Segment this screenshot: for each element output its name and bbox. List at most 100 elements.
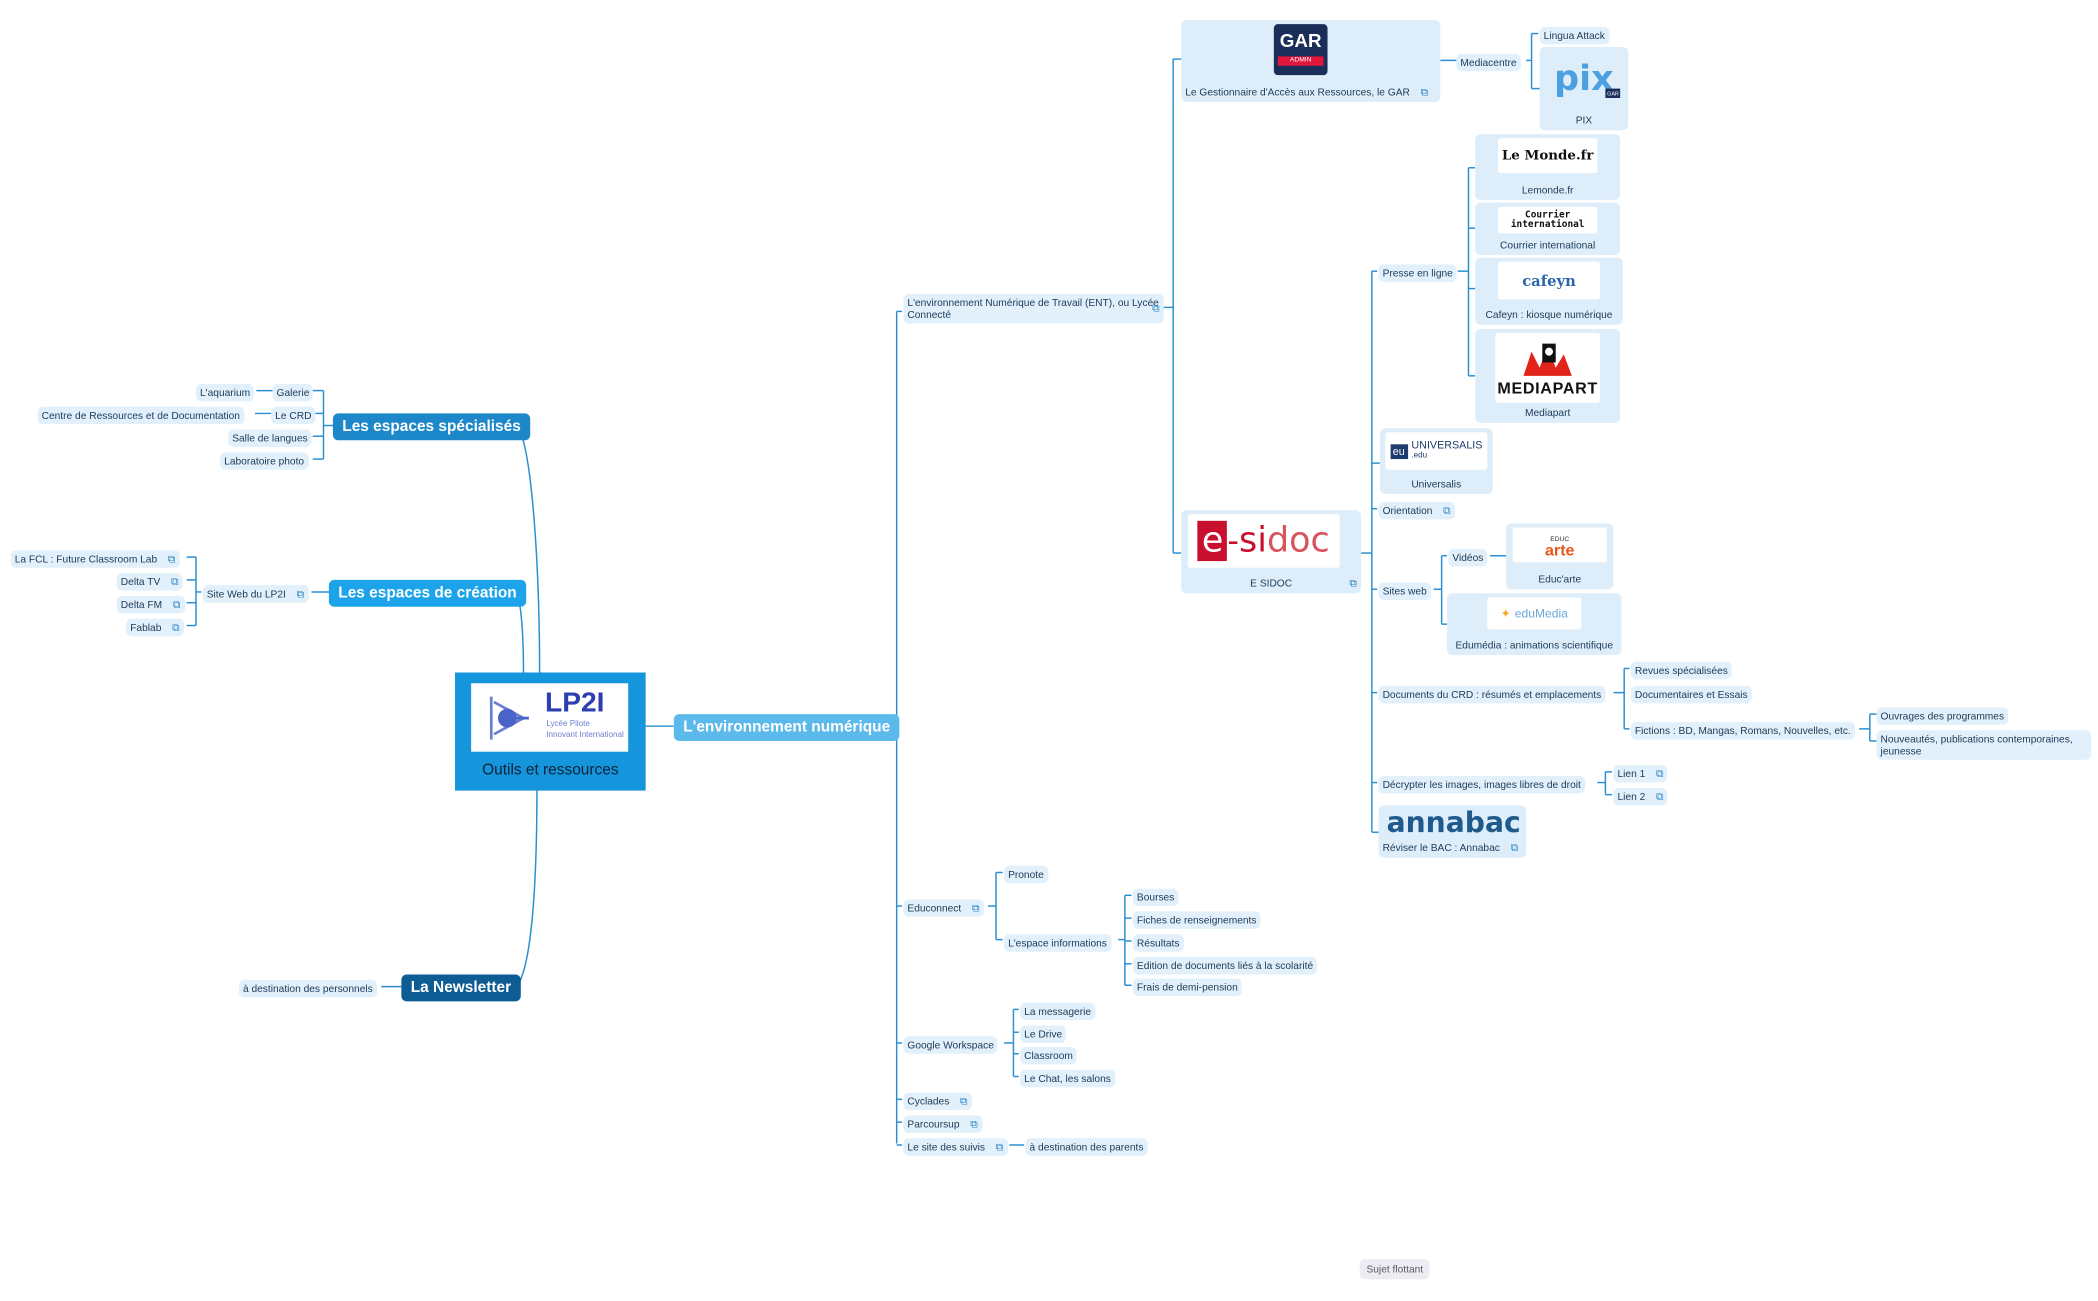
node-mediacentre[interactable]: Mediacentre (1456, 53, 1521, 72)
external-link-icon[interactable]: ⧉ (960, 1095, 968, 1108)
topic-environnement-numerique[interactable]: L'environnement numérique (673, 714, 900, 741)
node-frais[interactable]: Frais de demi-pension (1132, 978, 1242, 996)
node-bourses[interactable]: Bourses (1132, 888, 1179, 907)
pix-badge: GAR (1605, 88, 1621, 98)
external-link-icon[interactable]: ⧉ (296, 587, 305, 601)
node-fablab[interactable]: Fablab ⧉ (126, 618, 184, 637)
external-link-icon[interactable]: ⧉ (167, 553, 176, 566)
node-google-workspace[interactable]: Google Workspace (903, 1036, 998, 1054)
node-crd[interactable]: Le CRD (271, 406, 316, 425)
node-documentaires[interactable]: Documentaires et Essais (1630, 685, 1752, 704)
node-parcoursup[interactable]: Parcoursup⧉ (903, 1115, 982, 1133)
node-fcl[interactable]: La FCL : Future Classroom Lab⧉ (10, 550, 180, 568)
external-link-icon[interactable]: ⧉ (1655, 790, 1664, 803)
external-link-icon[interactable]: ⧉ (1443, 504, 1451, 517)
card-courrier[interactable]: Courrier international Courrier internat… (1475, 202, 1621, 256)
node-chat[interactable]: Le Chat, les salons (1020, 1069, 1115, 1088)
card-pix[interactable]: pix GAR PIX (1539, 46, 1629, 131)
esidoc-logo-icon: e - si doc (1187, 514, 1340, 568)
external-link-icon[interactable]: ⧉ (1152, 302, 1160, 315)
node-aquarium[interactable]: L'aquarium (195, 383, 255, 402)
external-link-icon[interactable]: ⧉ (971, 902, 980, 915)
card-educarte[interactable]: EDUC arte Educ'arte (1506, 523, 1614, 590)
external-link-icon[interactable]: ⧉ (172, 598, 181, 611)
gar-logo-icon: GAR ADMIN (1273, 24, 1328, 76)
node-lingua-attack[interactable]: Lingua Attack (1539, 26, 1609, 45)
card-universalis[interactable]: eu UNIVERSALIS .edu Universalis (1379, 428, 1493, 494)
gar-logo-text: GAR (1279, 29, 1322, 52)
node-lien-1-label: Lien 1 (1617, 767, 1646, 780)
node-site-suivis[interactable]: Le site des suivis⧉ (903, 1138, 1008, 1156)
node-parents[interactable]: à destination des parents (1025, 1138, 1148, 1156)
annabac-caption-label: Réviser le BAC : Annabac (1382, 841, 1500, 854)
node-cyclades-label: Cyclades (907, 1095, 950, 1108)
gar-caption-label: Le Gestionnaire d'Accès aux Ressources, … (1185, 85, 1410, 98)
node-site-lp2i[interactable]: Site Web du LP2I⧉ (202, 585, 309, 603)
external-link-icon[interactable]: ⧉ (1420, 85, 1429, 98)
floating-topic[interactable]: Sujet flottant (1359, 1259, 1430, 1280)
edumedia-caption: Edumédia : animations scientifique (1455, 638, 1614, 652)
root-label: Outils et ressources (482, 762, 619, 779)
topic-newsletter[interactable]: La Newsletter (401, 974, 521, 1002)
node-edition[interactable]: Edition de documents liés à la scolarité (1132, 957, 1318, 975)
node-documents-crd[interactable]: Documents du CRD : résumés et emplacemen… (1378, 685, 1606, 704)
card-edumedia[interactable]: ✦ eduMedia Edumédia : animations scienti… (1446, 593, 1622, 656)
external-link-icon[interactable]: ⧉ (970, 1118, 978, 1131)
pix-logo-icon: pix GAR (1544, 52, 1623, 107)
node-revues[interactable]: Revues spécialisées (1630, 661, 1732, 680)
mediapart-logo-text: MEDIAPART (1497, 378, 1598, 398)
node-drive[interactable]: Le Drive (1020, 1025, 1067, 1043)
node-galerie[interactable]: Galerie (272, 383, 314, 402)
card-lemonde[interactable]: Le Monde.fr Lemonde.fr (1475, 134, 1621, 201)
external-link-icon[interactable]: ⧉ (1349, 577, 1358, 590)
node-classroom[interactable]: Classroom (1020, 1046, 1077, 1065)
external-link-icon[interactable]: ⧉ (995, 1140, 1004, 1154)
node-resultats[interactable]: Résultats (1132, 934, 1184, 952)
node-espace-informations[interactable]: L'espace informations (1004, 934, 1111, 952)
node-labo-photo[interactable]: Laboratoire photo (220, 452, 309, 470)
node-delta-fm[interactable]: Delta FM ⧉ (116, 595, 185, 614)
node-delta-tv[interactable]: Delta TV⧉ (116, 573, 183, 591)
node-cyclades[interactable]: Cyclades ⧉ (903, 1092, 972, 1111)
node-salle-langues[interactable]: Salle de langues (228, 429, 312, 447)
card-annabac[interactable]: annabac Réviser le BAC : Annabac⧉ (1378, 805, 1527, 858)
node-lien-1[interactable]: Lien 1 ⧉ (1613, 765, 1668, 783)
card-cafeyn[interactable]: cafeyn Cafeyn : kiosque numérique (1475, 257, 1623, 325)
card-gar[interactable]: GAR ADMIN Le Gestionnaire d'Accès aux Re… (1181, 20, 1441, 103)
node-delta-fm-label: Delta FM (120, 598, 163, 611)
node-pronote[interactable]: Pronote (1004, 865, 1048, 884)
root-node[interactable]: LP2I Lycée Pilote Innovant International… (455, 672, 646, 791)
card-mediapart[interactable]: MEDIAPART Mediapart (1475, 328, 1621, 423)
node-educonnect[interactable]: Educonnect⧉ (903, 899, 984, 917)
node-sites-web[interactable]: Sites web (1378, 582, 1431, 601)
edumedia-logo-icon: ✦ eduMedia (1487, 597, 1582, 630)
node-ent[interactable]: L'environnement Numérique de Travail (EN… (903, 293, 1164, 324)
node-ouvrages[interactable]: Ouvrages des programmes (1876, 707, 2009, 725)
external-link-icon[interactable]: ⧉ (171, 575, 179, 588)
topic-espaces-creation[interactable]: Les espaces de création (328, 579, 527, 607)
educarte-logo-small: EDUC (1550, 535, 1570, 544)
node-crd-full[interactable]: Centre de Ressources et de Documentation (37, 406, 244, 425)
courrier-logo-line2: international (1510, 218, 1585, 230)
pix-caption: PIX (1575, 114, 1593, 127)
cafeyn-caption: Cafeyn : kiosque numérique (1485, 308, 1613, 321)
node-decrypter-images[interactable]: Décrypter les images, images libres de d… (1378, 775, 1585, 794)
node-presse-en-ligne[interactable]: Presse en ligne (1378, 264, 1457, 282)
node-videos[interactable]: Vidéos (1448, 549, 1488, 567)
node-lien-2[interactable]: Lien 2⧉ (1613, 787, 1668, 806)
node-fictions[interactable]: Fictions : BD, Mangas, Romans, Nouvelles… (1630, 722, 1855, 740)
external-link-icon[interactable]: ⧉ (1510, 841, 1519, 854)
external-link-icon[interactable]: ⧉ (1655, 767, 1664, 780)
node-orientation[interactable]: Orientation⧉ (1378, 502, 1455, 520)
external-link-icon[interactable]: ⧉ (172, 621, 180, 634)
card-esidoc[interactable]: e - si doc E SIDOC⧉ (1181, 510, 1362, 594)
topic-espaces-specialises[interactable]: Les espaces spécialisés (332, 413, 531, 441)
pix-logo-text: pix (1554, 59, 1614, 100)
esidoc-caption: E SIDOC⧉ (1181, 577, 1361, 589)
node-messagerie[interactable]: La messagerie (1020, 1002, 1096, 1021)
node-personnels[interactable]: à destination des personnels (238, 979, 377, 998)
node-nouveautes[interactable]: Nouveautés, publications contemporaines,… (1876, 730, 2092, 760)
node-fiches[interactable]: Fiches de renseignements (1132, 911, 1261, 929)
node-fablab-label: Fablab (130, 621, 162, 634)
courrier-logo-line1: Courrier (1525, 209, 1571, 221)
